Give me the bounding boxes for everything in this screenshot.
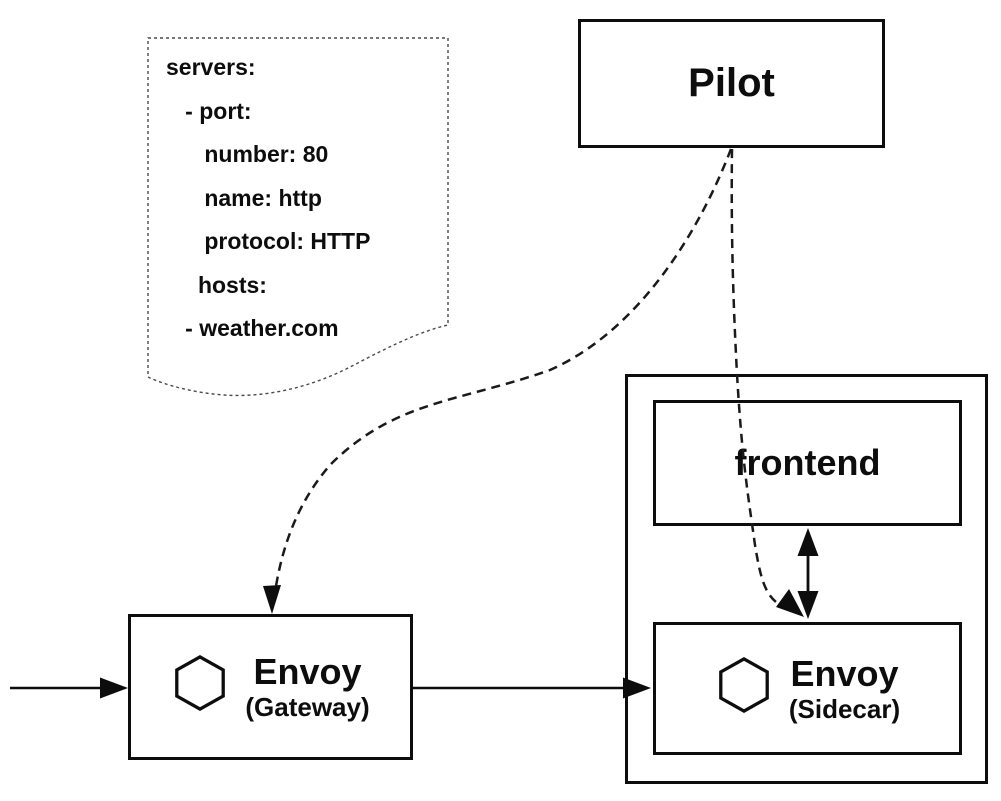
ingress-arrow bbox=[10, 677, 128, 699]
envoy-gateway-node: Envoy (Gateway) bbox=[128, 614, 413, 760]
envoy-gateway-label: Envoy bbox=[253, 651, 362, 692]
envoy-sidecar-label: Envoy bbox=[790, 652, 899, 694]
arrowhead-right-icon bbox=[100, 677, 128, 699]
hexagon-icon bbox=[719, 656, 769, 713]
envoy-sidecar-node: Envoy (Sidecar) bbox=[653, 622, 962, 755]
envoy-sidecar-sublabel: (Sidecar) bbox=[788, 693, 901, 724]
envoy-gateway-sublabel: (Gateway) bbox=[245, 692, 370, 722]
gateway-to-sidecar-arrow bbox=[413, 677, 651, 699]
pod-boundary: frontend Envoy (Sidecar) bbox=[625, 374, 988, 784]
pilot-node: Pilot bbox=[578, 19, 885, 148]
hexagon-icon bbox=[175, 655, 226, 711]
frontend-label: frontend bbox=[734, 442, 881, 483]
yaml-config-note: servers: - port: number: 80 name: http p… bbox=[166, 54, 371, 341]
arrowhead-down-icon bbox=[263, 585, 281, 614]
frontend-node: frontend bbox=[653, 400, 962, 526]
pilot-label: Pilot bbox=[688, 61, 775, 105]
